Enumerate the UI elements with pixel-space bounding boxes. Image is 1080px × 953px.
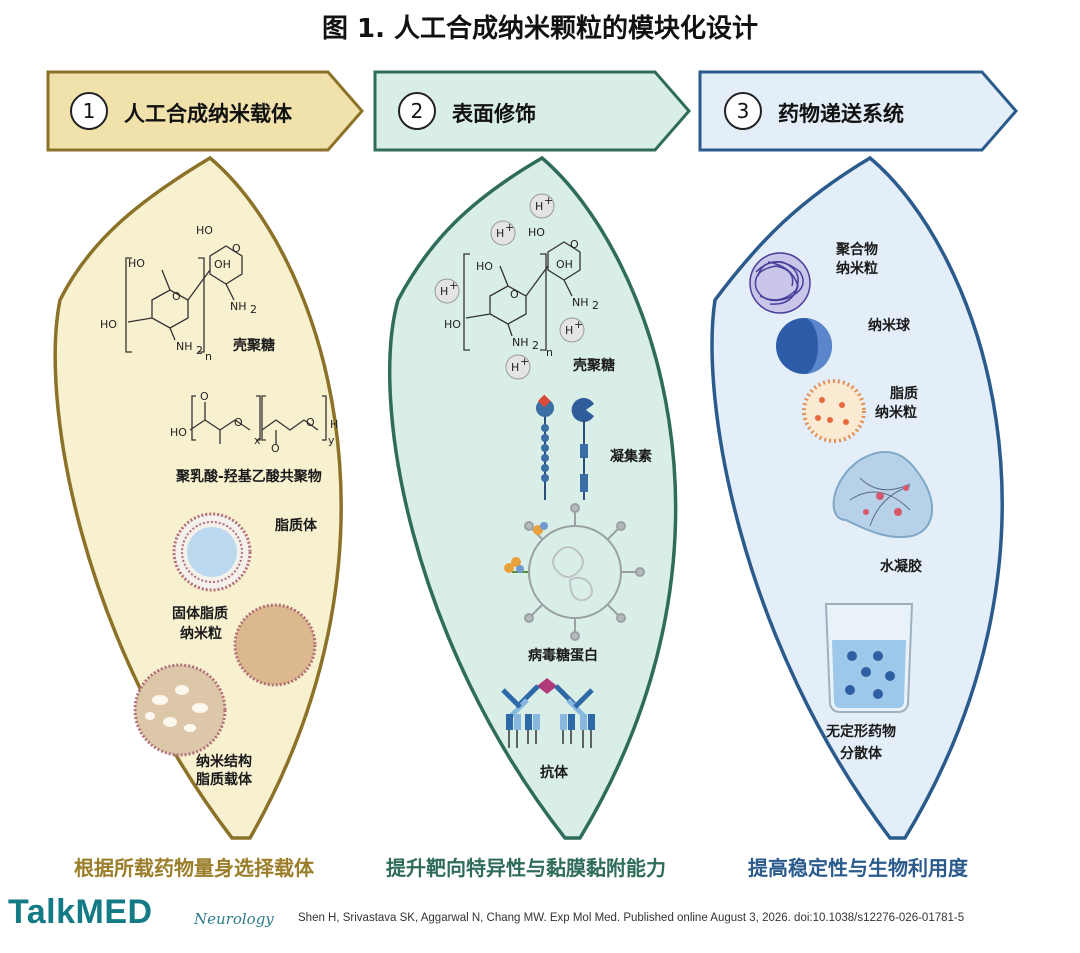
nh2-label: NH — [176, 340, 193, 353]
o-label: O — [172, 290, 181, 303]
item-label: 无定形药物 — [826, 724, 896, 740]
h-label: H — [535, 200, 543, 213]
item-label: 病毒糖蛋白 — [528, 648, 598, 664]
hydrogel-icon — [832, 450, 933, 538]
plus-label: + — [574, 318, 583, 331]
item-label: 固体脂质 — [172, 606, 228, 622]
chitosan-structure-2 — [463, 241, 581, 351]
o-label: O — [570, 238, 579, 251]
h-label: H — [496, 227, 504, 240]
step-number: 2 — [398, 92, 436, 130]
h-label: H — [330, 418, 338, 431]
proton-ion: H + — [559, 317, 585, 343]
panel-1-footer: 根据所载药物量身选择载体 — [74, 856, 314, 880]
banner-3-shape — [698, 70, 1018, 152]
sub-label: 2 — [532, 339, 539, 352]
oh-label: OH — [214, 258, 231, 271]
glycan-icon — [504, 522, 548, 573]
h-label: H — [565, 324, 573, 337]
proton-ion: H + — [505, 354, 531, 380]
citation: Shen H, Srivastava SK, Aggarwal N, Chang… — [298, 912, 965, 924]
banner-1-shape — [46, 70, 364, 152]
n-label: n — [546, 346, 553, 359]
item-label: 纳米结构 — [196, 754, 252, 770]
sub-label: 2 — [592, 299, 599, 312]
banner-heading: 人工合成纳米载体 — [124, 102, 292, 126]
ho-label: HO — [444, 318, 461, 331]
proton-ion: H + — [529, 193, 555, 219]
ho-label: HO — [528, 226, 545, 239]
x-label: x — [254, 434, 261, 447]
item-label: 纳米粒 — [875, 405, 917, 421]
nh2-label: NH — [512, 336, 529, 349]
panel-2-crescent — [387, 155, 678, 840]
n-label: n — [205, 350, 212, 363]
ho-label: HO — [476, 260, 493, 273]
solid-lipid-nanoparticle-icon — [233, 603, 317, 687]
nh2-label: NH — [572, 296, 589, 309]
step-number: 1 — [70, 92, 108, 130]
plga-structure — [189, 395, 327, 444]
o-label: O — [234, 416, 243, 429]
item-label: 纳米粒 — [180, 626, 222, 642]
proton-ion: H + — [490, 220, 516, 246]
figure-title: 图 1. 人工合成纳米颗粒的模块化设计 — [321, 14, 759, 44]
o-label: O — [306, 416, 315, 429]
o-label: O — [232, 242, 241, 255]
proton-ion: H + — [434, 278, 460, 304]
polymeric-nanoparticle-icon — [749, 252, 811, 314]
panel-2-footer: 提升靶向特异性与黏膜黏附能力 — [386, 856, 666, 880]
plus-label: + — [544, 194, 553, 207]
item-label: 纳米粒 — [836, 261, 878, 277]
talkmed-logo: TalkMED — [8, 893, 153, 931]
antibody-icon — [501, 678, 595, 748]
item-label: 脂质载体 — [196, 772, 252, 788]
ho-label: HO — [170, 426, 187, 439]
lectin-icon — [571, 397, 594, 500]
o-label: O — [271, 442, 280, 455]
nh2-label: NH — [230, 300, 247, 313]
plus-label: + — [505, 221, 514, 234]
chitosan-structure-1 — [125, 245, 243, 353]
plus-label: + — [449, 279, 458, 292]
item-label: 脂质体 — [275, 518, 317, 534]
item-label: 分散体 — [840, 746, 882, 762]
banner-heading: 表面修饰 — [452, 102, 536, 126]
lipid-nanoparticle-icon — [802, 379, 866, 443]
h-label: H — [440, 285, 448, 298]
item-label: 纳米球 — [868, 318, 910, 334]
item-label: 聚合物 — [836, 242, 878, 258]
ho-label: HO — [196, 224, 213, 237]
ho-label: HO — [100, 318, 117, 331]
sub-label: 2 — [250, 303, 257, 316]
panel-3-footer: 提高稳定性与生物利用度 — [748, 856, 968, 880]
item-label: 抗体 — [540, 765, 568, 781]
oh-label: OH — [556, 258, 573, 271]
item-label: 水凝胶 — [880, 559, 922, 575]
item-label: 壳聚糖 — [233, 338, 275, 354]
ho-label: HO — [128, 257, 145, 270]
o-label: O — [510, 288, 519, 301]
plus-label: + — [520, 355, 529, 368]
item-label: 壳聚糖 — [573, 358, 615, 374]
journal-name: Neurology — [194, 910, 274, 928]
nanostructured-lipid-carrier-icon — [133, 663, 227, 757]
item-label: 聚乳酸-羟基乙酸共聚物 — [176, 469, 322, 485]
step-number: 3 — [724, 92, 762, 130]
liposome-icon — [172, 512, 252, 592]
sub-label: 2 — [196, 344, 203, 357]
o-label: O — [200, 390, 209, 403]
item-label: 脂质 — [890, 386, 918, 402]
beaker-icon — [824, 603, 914, 713]
lectin-icon — [536, 394, 554, 500]
nanosphere-icon — [776, 318, 832, 374]
y-label: y — [328, 434, 335, 447]
banner-2-shape — [373, 70, 691, 152]
item-label: 凝集素 — [610, 449, 652, 465]
h-label: H — [511, 361, 519, 374]
banner-heading: 药物递送系统 — [778, 102, 904, 126]
